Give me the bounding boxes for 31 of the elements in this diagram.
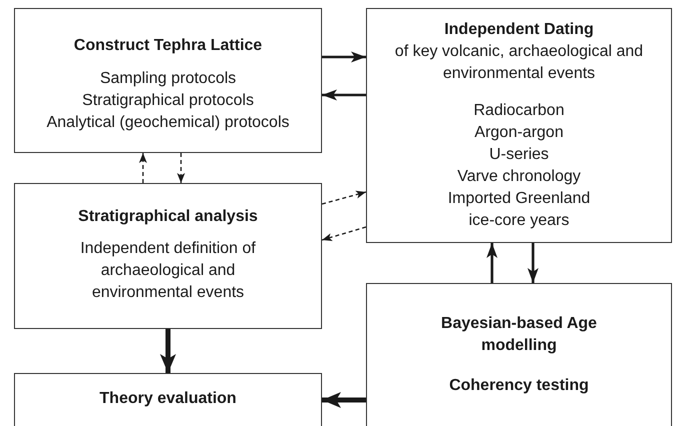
box-text: Radiocarbon xyxy=(474,101,564,121)
arrow xyxy=(322,190,366,205)
box-text: Imported Greenland ice-core years xyxy=(446,189,592,231)
box-text: Independent definition of archaeological and environmental events xyxy=(79,239,257,303)
arrow xyxy=(177,153,185,183)
arrow xyxy=(322,392,366,408)
box-text: Coherency testing xyxy=(449,376,589,396)
box-text: Analytical (geochemical) protocols xyxy=(46,113,290,133)
box-text: Argon-argon xyxy=(474,123,564,143)
arrow xyxy=(322,52,366,62)
box-heading: Independent Dating xyxy=(444,20,594,40)
arrow xyxy=(528,243,538,283)
arrow xyxy=(160,329,176,373)
process-box xyxy=(366,283,672,426)
box-heading: Stratigraphical analysis xyxy=(78,207,258,227)
arrow xyxy=(139,153,147,183)
box-text: Varve chronology xyxy=(457,167,581,187)
box-text: Sampling protocols xyxy=(100,69,236,89)
box-heading: Construct Tephra Lattice xyxy=(74,36,262,56)
box-text: U-series xyxy=(489,145,549,165)
arrow xyxy=(322,226,366,241)
box-text: of key volcanic, archaeological and environmental events xyxy=(394,42,644,84)
box-heading: Theory evaluation xyxy=(100,389,236,409)
box-heading: Bayesian-based Age modelling xyxy=(440,314,598,356)
arrow xyxy=(322,90,366,100)
box-text: Stratigraphical protocols xyxy=(82,91,254,111)
process-box xyxy=(14,373,322,426)
process-box xyxy=(366,8,672,243)
process-box xyxy=(14,8,322,153)
process-box xyxy=(14,183,322,329)
arrow xyxy=(486,243,498,283)
